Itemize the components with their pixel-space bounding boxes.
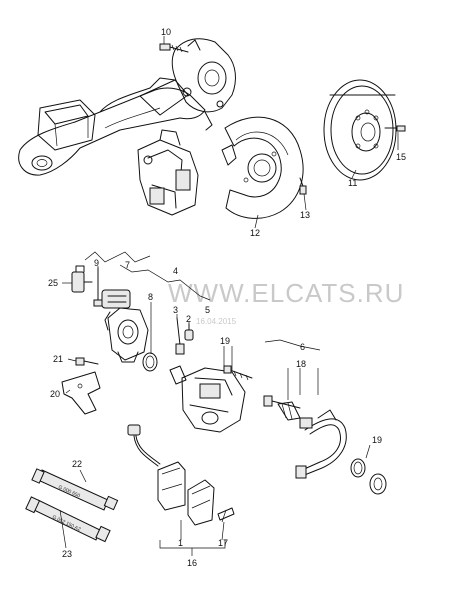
bleeder-3 [175, 317, 185, 355]
callout-9: 9 [94, 258, 99, 268]
callout-1: 1 [178, 538, 183, 548]
callout-7: 7 [125, 260, 130, 270]
wheel-hub-carrier [171, 38, 236, 131]
caliper-housing-motor [101, 289, 149, 363]
callout-3: 3 [173, 305, 178, 315]
callout-25: 25 [48, 278, 58, 288]
bolt-21 [75, 357, 99, 366]
bolt-9 [93, 267, 103, 307]
sensor-25 [71, 265, 93, 293]
bolt-13 [299, 177, 307, 195]
grease-tube-23: G 052 150 A2 [25, 496, 111, 543]
callout-4: 4 [173, 266, 178, 276]
callout-15: 15 [396, 152, 406, 162]
bracket-16 [159, 540, 226, 549]
bolt-19a [223, 365, 253, 381]
cap-2 [184, 323, 194, 341]
callout-21: 21 [53, 354, 63, 364]
brake-disc-11 [323, 79, 397, 181]
callout-11: 11 [348, 178, 357, 188]
callout-6: 6 [300, 342, 305, 352]
watermark-text: WWW.ELCATS.RU [168, 278, 404, 308]
splash-shield-12 [221, 116, 304, 219]
clip-17 [217, 507, 235, 523]
callout-12: 12 [250, 228, 260, 238]
callout-2: 2 [186, 314, 191, 324]
callout-16: 16 [187, 558, 197, 568]
callout-5: 5 [205, 305, 210, 315]
bolt-10 [159, 43, 189, 53]
callout-23: 23 [62, 549, 72, 559]
callout-8: 8 [148, 292, 153, 302]
watermark-date: 16.04.2015 [196, 317, 237, 326]
callout-19b: 19 [372, 435, 382, 445]
guide-pin-18 [263, 395, 301, 421]
wear-sensor-wire [127, 424, 161, 467]
callout-20: 20 [50, 389, 60, 399]
group-brackets [84, 251, 321, 351]
caliper-carrier-5 [169, 365, 246, 433]
trailing-arm [18, 77, 206, 176]
callout-labels: 10 15 11 13 12 9 7 4 25 8 3 2 5 19 6 18 … [48, 27, 406, 568]
seals-19b [350, 458, 387, 495]
callout-19a: 19 [220, 336, 230, 346]
callout-10: 10 [161, 27, 171, 37]
screw-15 [384, 125, 406, 132]
brake-hose [295, 409, 347, 479]
bracket-20 [61, 371, 101, 415]
caliper-upper [137, 129, 199, 216]
callout-13: 13 [300, 210, 310, 220]
brake-pads-1 [157, 461, 215, 526]
leader-lines [59, 36, 399, 549]
callout-22: 22 [72, 459, 82, 469]
callout-18: 18 [296, 359, 306, 369]
seal-ring-8 [142, 352, 158, 372]
callout-17: 17 [218, 538, 228, 548]
